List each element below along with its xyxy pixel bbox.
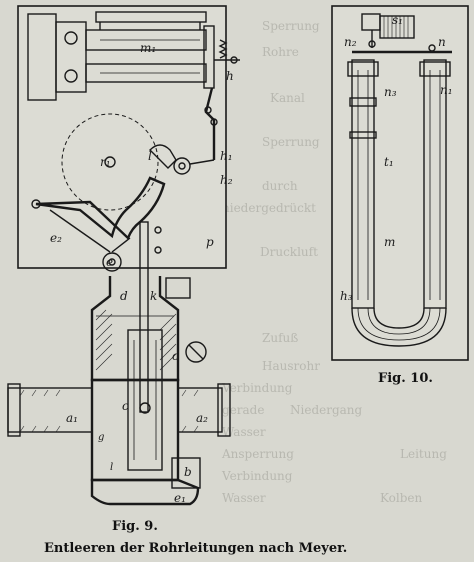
bg-text: Sperrung: [262, 19, 320, 33]
label-n3: n₃: [384, 85, 397, 99]
fig10-caption: Fig. 10.: [378, 371, 433, 386]
label-p: p: [206, 235, 214, 249]
bracket-face: [55, 21, 87, 93]
label-l: l: [148, 149, 152, 163]
bg-text: Hausrohr: [262, 359, 320, 373]
label-a1: a₁: [66, 411, 78, 425]
bg-text: Sperrung: [262, 135, 320, 149]
label-h1: h₁: [220, 149, 233, 163]
right-tube-cap: [419, 61, 451, 77]
fig9-caption: Fig. 9.: [112, 519, 158, 534]
right-tube: [423, 59, 447, 309]
valve-head: [102, 252, 122, 272]
valve-stem: [139, 221, 149, 413]
drain-fitting: [171, 457, 201, 489]
bg-text: Leitung: [400, 447, 447, 461]
bg-text: Niedergang: [290, 403, 363, 417]
pipe-right: [177, 387, 223, 433]
label-k: k: [150, 289, 157, 303]
label-m1: m₁: [140, 41, 156, 55]
valve-bonnet: [165, 277, 191, 299]
label-d: d: [120, 289, 128, 303]
valve-body-upper: [90, 276, 180, 382]
bg-text: Kolben: [380, 491, 422, 505]
label-e1: e₁: [174, 491, 186, 505]
bracket-hole: [64, 69, 78, 83]
magnet-coil: [85, 29, 207, 51]
bg-text: niedergedrückt: [222, 201, 316, 215]
left-tube: [351, 59, 375, 309]
label-e: e: [106, 255, 113, 269]
housing-plate: [17, 5, 227, 269]
label-t1: t₁: [384, 155, 394, 169]
escapement-l: [149, 144, 177, 169]
label-r1: r₁: [100, 155, 111, 169]
label-a2: a₂: [196, 411, 208, 425]
label-o: o: [172, 349, 179, 363]
label-n1: n₁: [440, 83, 453, 97]
bg-text: Wasser: [222, 491, 266, 505]
label-b: b: [184, 465, 192, 479]
roller: [173, 157, 191, 175]
figure-9-labels: m₁ h r₁ l h₁ h₂ e₂ e p d k c o a₁ a₂ b g…: [50, 41, 234, 505]
side-screw: [185, 341, 207, 363]
valve-base: [90, 478, 200, 506]
valve-body-lower: [90, 378, 180, 482]
pipe-left-flange: [7, 383, 21, 437]
label-h3: h₃: [340, 289, 353, 303]
body-hatching: [95, 309, 177, 371]
label-s1: s₁: [392, 13, 403, 27]
figure-10-labels: s₁ n₂ n n₁ n₃ t₁ m h₃: [340, 13, 453, 303]
bg-text: gerade: [222, 403, 264, 417]
label-n2: n₂: [344, 35, 357, 49]
bg-text: Wasser: [222, 425, 266, 439]
main-caption: Entleeren der Rohrleitungen nach Meyer.: [44, 541, 347, 556]
label-g: g: [98, 432, 104, 443]
wheel-r1: [61, 113, 159, 211]
left-tube-cap: [347, 61, 379, 77]
bg-text: Verbindung: [221, 381, 293, 395]
bg-text: Verbindung: [221, 469, 293, 483]
pipe-right-flange: [217, 383, 231, 437]
wheel-hub: [104, 156, 116, 168]
bracket-hole: [64, 31, 78, 45]
piston-port: [139, 402, 151, 414]
magnet-coil: [85, 63, 207, 83]
magnet-yoke: [203, 25, 215, 89]
label-n: n: [438, 35, 446, 49]
u-bend: [351, 307, 447, 347]
bg-text: Rohre: [262, 45, 299, 59]
lever-arm: [204, 87, 216, 160]
piston-c: [127, 329, 163, 471]
bg-text: Druckluft: [260, 245, 318, 259]
background-text-layer: Sperrung Rohre Kanal Sperrung durch nied…: [221, 19, 447, 505]
spring-h: [218, 39, 228, 59]
magnet-armature: [95, 11, 207, 23]
sector-e2: [35, 176, 166, 241]
label-h: h: [226, 69, 234, 83]
label-m: m: [384, 235, 395, 249]
bg-text: Ansperrung: [221, 447, 294, 461]
bg-text: durch: [262, 179, 298, 193]
figure-10: [331, 5, 469, 361]
label-l-lower: l: [110, 462, 113, 473]
bg-text: Zufuß: [262, 331, 298, 345]
bg-text: Kanal: [270, 91, 305, 105]
figure-9: [7, 5, 240, 506]
label-e2: e₂: [50, 231, 62, 245]
label-c: c: [122, 399, 129, 413]
label-h2: h₂: [220, 173, 233, 187]
